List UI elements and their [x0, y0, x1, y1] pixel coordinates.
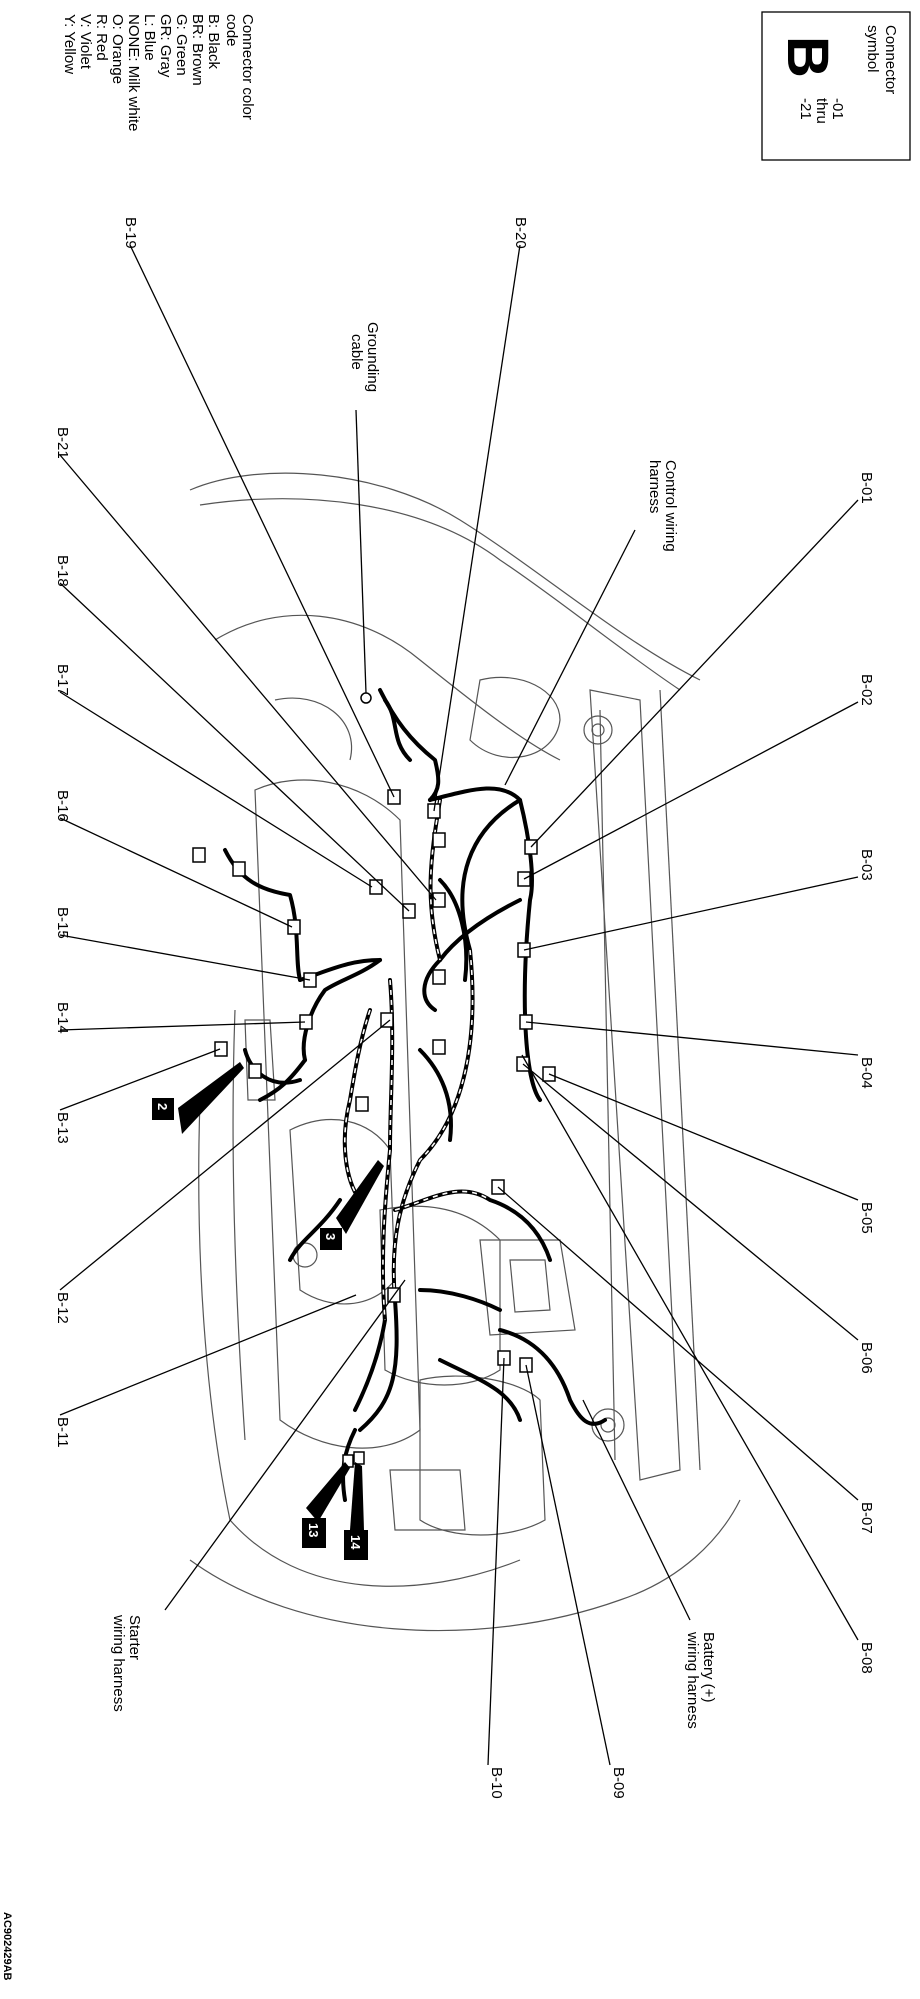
battery-harness-label-line1: Battery (+) — [700, 1632, 717, 1702]
badge-14 — [344, 1530, 368, 1560]
label-b-19-lower: B-21 — [54, 427, 71, 459]
legend-color-entry: B: Black — [205, 14, 222, 70]
label-b-07: B-07 — [858, 1502, 875, 1534]
label-b-01: B-01 — [858, 472, 875, 504]
connector-color-legend: Connector color code B: Black BR: Brown … — [61, 14, 256, 132]
ground-terminal[interactable] — [360, 692, 372, 704]
engine-bay-outline — [189, 472, 741, 1632]
legend-title-line2: code — [223, 14, 240, 47]
label-b-08: B-08 — [858, 1642, 875, 1674]
connector-body[interactable] — [232, 861, 246, 877]
label-b-15: B-15 — [54, 907, 71, 939]
connector-body[interactable] — [355, 1096, 369, 1112]
label-b-11: B-11 — [54, 1417, 71, 1448]
badge-3 — [320, 1228, 342, 1250]
numbered-badges: 2 3 13 14 — [152, 1062, 384, 1560]
control-harness-label-line2: harness — [646, 460, 663, 513]
grounding-cable-label-line1: Grounding — [364, 322, 381, 392]
starter-harness-label-line1: Starter — [126, 1615, 143, 1660]
connector-body[interactable] — [432, 832, 446, 848]
connector-labels: B-01 B-02 B-03 B-04 B-05 B-06 B-07 B-08 … — [54, 217, 875, 1799]
legend-color-entry: G: Green — [173, 14, 190, 76]
wire-harnesses — [223, 688, 607, 1502]
svg-text:13: 13 — [306, 1523, 321, 1537]
connector-body[interactable] — [353, 1451, 365, 1465]
connector-body[interactable] — [287, 919, 301, 935]
legend-color-entry: L: Blue — [141, 14, 158, 61]
symbol-range-from: -01 — [829, 98, 846, 120]
connector-body[interactable] — [432, 969, 446, 985]
harness-labels: Grounding cable Control wiring harness S… — [110, 322, 717, 1729]
control-harness-label-line1: Control wiring — [662, 460, 679, 552]
label-b-19: B-19 — [122, 217, 139, 249]
label-b-13: B-13 — [54, 1112, 71, 1144]
label-b-06: B-06 — [858, 1342, 875, 1374]
label-b-14: B-14 — [54, 1002, 71, 1034]
connector-body[interactable] — [214, 1041, 228, 1057]
connector-body[interactable] — [432, 1039, 446, 1055]
legend-color-entry: V: Violet — [77, 14, 94, 70]
legend-color-entry: NONE: Milk white — [125, 14, 142, 132]
legend-color-entry: Y: Yellow — [61, 14, 78, 74]
label-b-04: B-04 — [858, 1057, 875, 1089]
symbol-range-thru: thru — [813, 98, 830, 124]
svg-text:2: 2 — [155, 1103, 170, 1110]
label-b-18: B-18 — [54, 555, 71, 587]
symbol-label-line2: symbol — [864, 25, 881, 73]
label-b-16: B-16 — [54, 790, 71, 822]
label-b-02: B-02 — [858, 674, 875, 706]
legend-title-line1: Connector color — [239, 14, 256, 120]
symbol-label-line1: Connector — [882, 25, 899, 94]
label-b-10: B-10 — [488, 1767, 505, 1799]
label-b-05: B-05 — [858, 1202, 875, 1234]
legend-color-entry: GR: Gray — [157, 14, 174, 78]
label-b-09: B-09 — [610, 1767, 627, 1799]
label-b-20: B-20 — [512, 217, 529, 249]
grounding-cable-label-line2: cable — [348, 334, 365, 370]
svg-text:14: 14 — [348, 1535, 363, 1550]
svg-text:3: 3 — [323, 1233, 338, 1240]
connector-body[interactable] — [380, 1012, 394, 1028]
connector-symbol-box: Connector symbol B -01 thru -21 — [761, 11, 911, 161]
symbol-range-to: -21 — [797, 98, 814, 120]
starter-harness-label-line2: wiring harness — [110, 1614, 127, 1712]
battery-harness-label-line2: wiring harness — [684, 1631, 701, 1729]
legend-color-entry: O: Orange — [109, 14, 126, 84]
label-b-12: B-12 — [54, 1292, 71, 1324]
label-b-03: B-03 — [858, 849, 875, 881]
badge-13 — [302, 1518, 326, 1548]
connector-body[interactable] — [192, 847, 206, 863]
label-b-17: B-17 — [54, 664, 71, 696]
badge-2 — [152, 1098, 174, 1120]
figure-code: AC902429AB — [1, 1912, 13, 1981]
legend-color-entry: BR: Brown — [189, 14, 206, 86]
leader-lines — [59, 244, 859, 1766]
connector-body[interactable] — [432, 892, 446, 908]
connector-body[interactable] — [248, 1063, 262, 1079]
legend-color-entry: R: Red — [93, 14, 110, 61]
connector-bodies — [192, 692, 556, 1468]
symbol-letter: B — [775, 36, 840, 78]
